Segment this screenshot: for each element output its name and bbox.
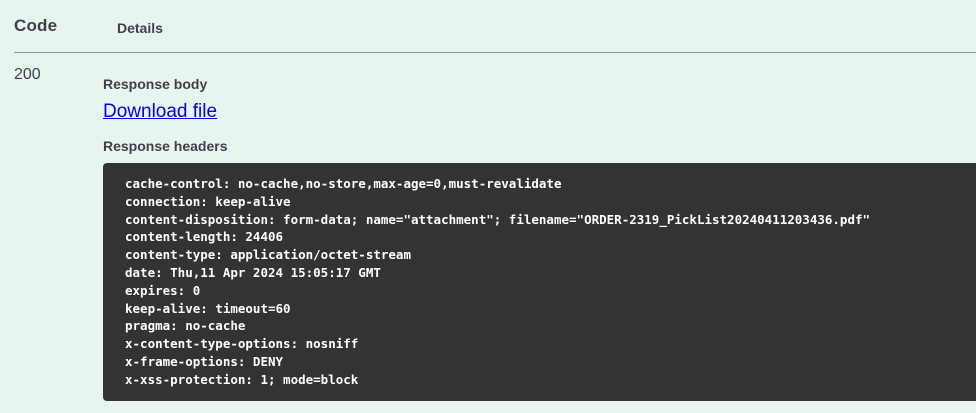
header-line: content-type: application/octet-stream xyxy=(125,247,411,263)
response-headers-code: cache-control: no-cache,no-store,max-age… xyxy=(103,163,976,401)
header-line: date: Thu,11 Apr 2024 15:05:17 GMT xyxy=(125,264,381,280)
response-body-label: Response body xyxy=(103,76,208,92)
response-headers-label: Response headers xyxy=(103,138,228,154)
column-header-code: Code xyxy=(14,16,58,35)
header-line: cache-control: no-cache,no-store,max-age… xyxy=(125,176,562,191)
header-line: content-length: 24406 xyxy=(125,229,284,245)
responses-table-header: Code Details xyxy=(0,0,976,36)
header-line: content-disposition: form-data; name="at… xyxy=(125,211,871,227)
header-divider xyxy=(14,52,976,53)
response-row-200: 200 Response body Download file Response… xyxy=(0,53,976,413)
header-line: connection: keep-alive xyxy=(125,193,291,209)
header-line: x-content-type-options: nosniff xyxy=(125,336,359,352)
header-line: pragma: no-cache xyxy=(125,318,246,334)
download-file-link[interactable]: Download file xyxy=(103,101,218,122)
header-line: x-xss-protection: 1; mode=block xyxy=(125,371,359,387)
column-header-details: Details xyxy=(117,20,163,36)
response-details-cell: Response body Download file Response hea… xyxy=(103,66,976,413)
header-line: x-frame-options: DENY xyxy=(125,353,284,369)
header-line: keep-alive: timeout=60 xyxy=(125,300,291,316)
response-status-code: 200 xyxy=(14,66,41,83)
header-line: expires: 0 xyxy=(125,282,201,298)
